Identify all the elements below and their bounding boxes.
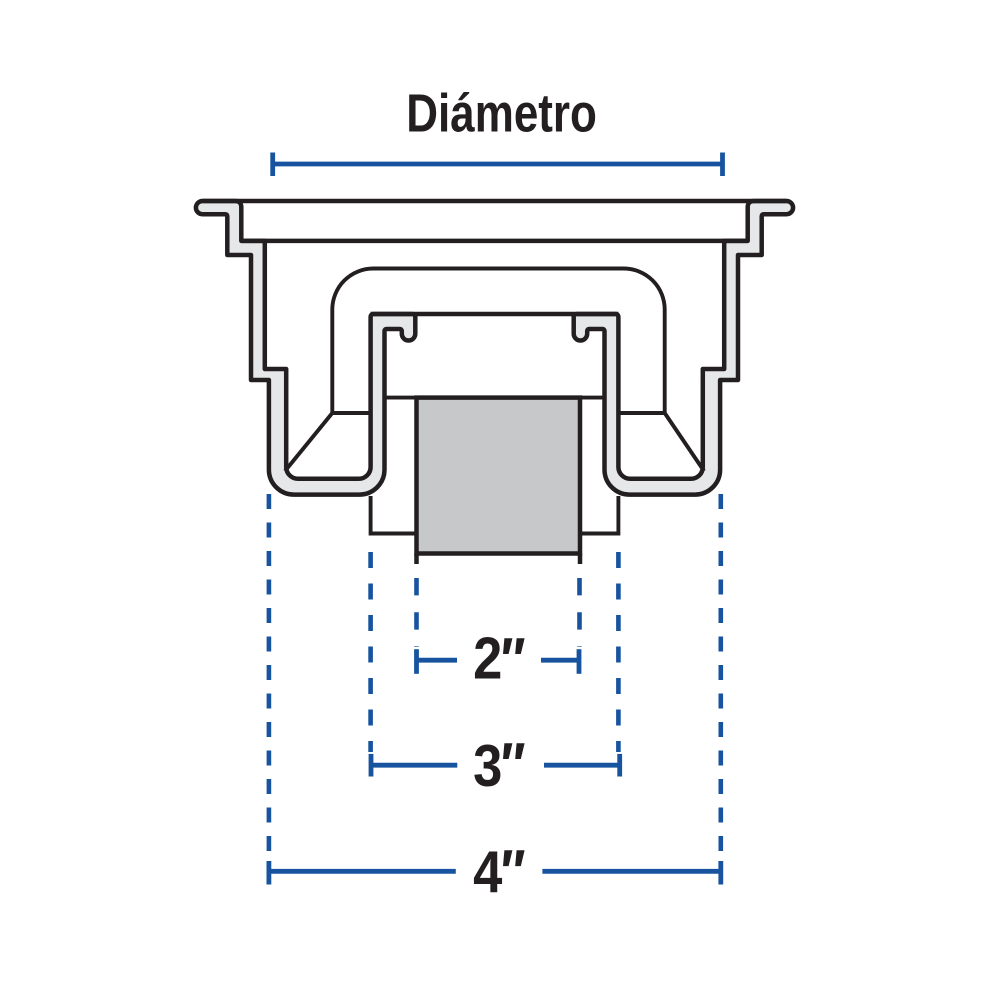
svg-text:Diámetro: Diámetro bbox=[406, 84, 597, 143]
svg-text:2: 2 bbox=[473, 624, 502, 691]
svg-text:4: 4 bbox=[473, 838, 502, 905]
svg-text:3: 3 bbox=[473, 732, 502, 799]
